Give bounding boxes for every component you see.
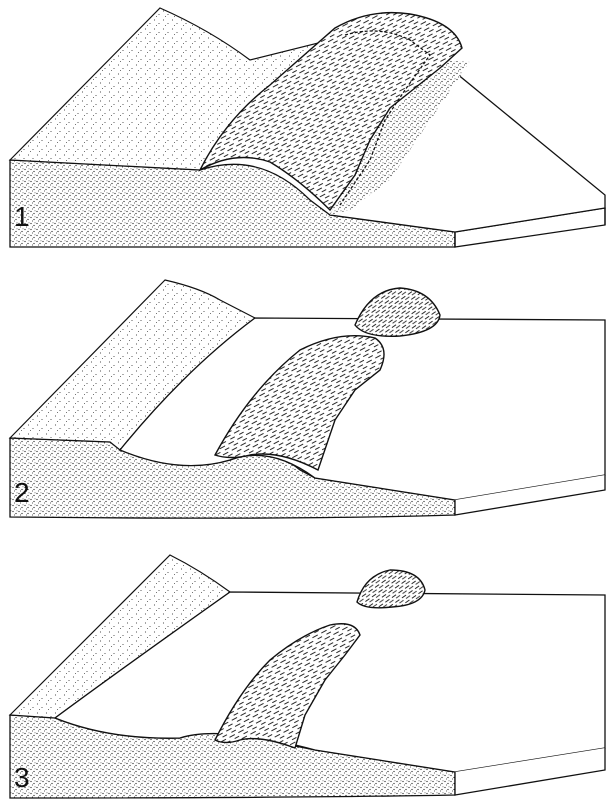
panel-2-label: 2 xyxy=(14,477,30,508)
island-mound xyxy=(357,570,425,608)
diagram-panel-1: 1 xyxy=(0,0,614,267)
panel-1-label: 1 xyxy=(14,201,30,232)
diagram-panel-2: 2 xyxy=(0,270,614,537)
island-mound xyxy=(355,288,440,336)
diagram-panel-3: 3 xyxy=(0,540,614,807)
panel-3-label: 3 xyxy=(14,762,30,793)
